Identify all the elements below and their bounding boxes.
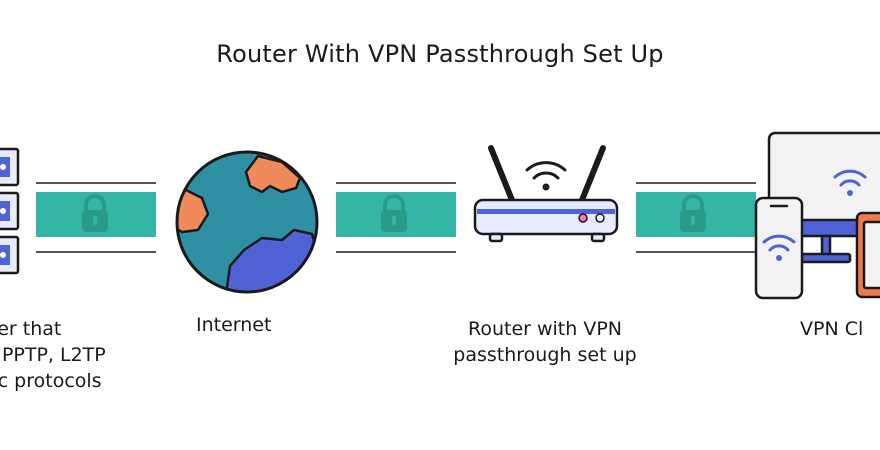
client-label: VPN Cl	[800, 318, 864, 340]
lock-icon	[381, 194, 407, 232]
vpn-tunnel-1	[36, 182, 156, 253]
vpn-tunnel-3	[636, 182, 756, 253]
router-icon	[473, 145, 619, 243]
wifi-icon	[833, 169, 867, 187]
server-label: ver that s PPTP, L2TP ec protocols	[0, 316, 106, 394]
lock-icon	[82, 194, 108, 232]
server-label-line-3: ec protocols	[0, 370, 102, 392]
globe-icon	[175, 150, 319, 294]
router-label-line-1: Router with VPN	[467, 318, 623, 340]
wifi-icon	[525, 161, 567, 180]
client-devices-icon	[754, 131, 880, 300]
router-label-line-2: passthrough set up	[453, 344, 637, 366]
diagram-title: Router With VPN Passthrough Set Up	[216, 40, 664, 68]
server-stack-icon	[0, 147, 20, 275]
internet-label: Internet	[196, 314, 272, 336]
wifi-icon	[762, 234, 796, 252]
server-label-line-2: s PPTP, L2TP	[0, 344, 106, 366]
lock-icon	[680, 194, 706, 232]
vpn-tunnel-2	[336, 182, 456, 253]
router-label: Router with VPN passthrough set up	[440, 316, 650, 368]
server-label-line-1: ver that	[0, 318, 62, 340]
